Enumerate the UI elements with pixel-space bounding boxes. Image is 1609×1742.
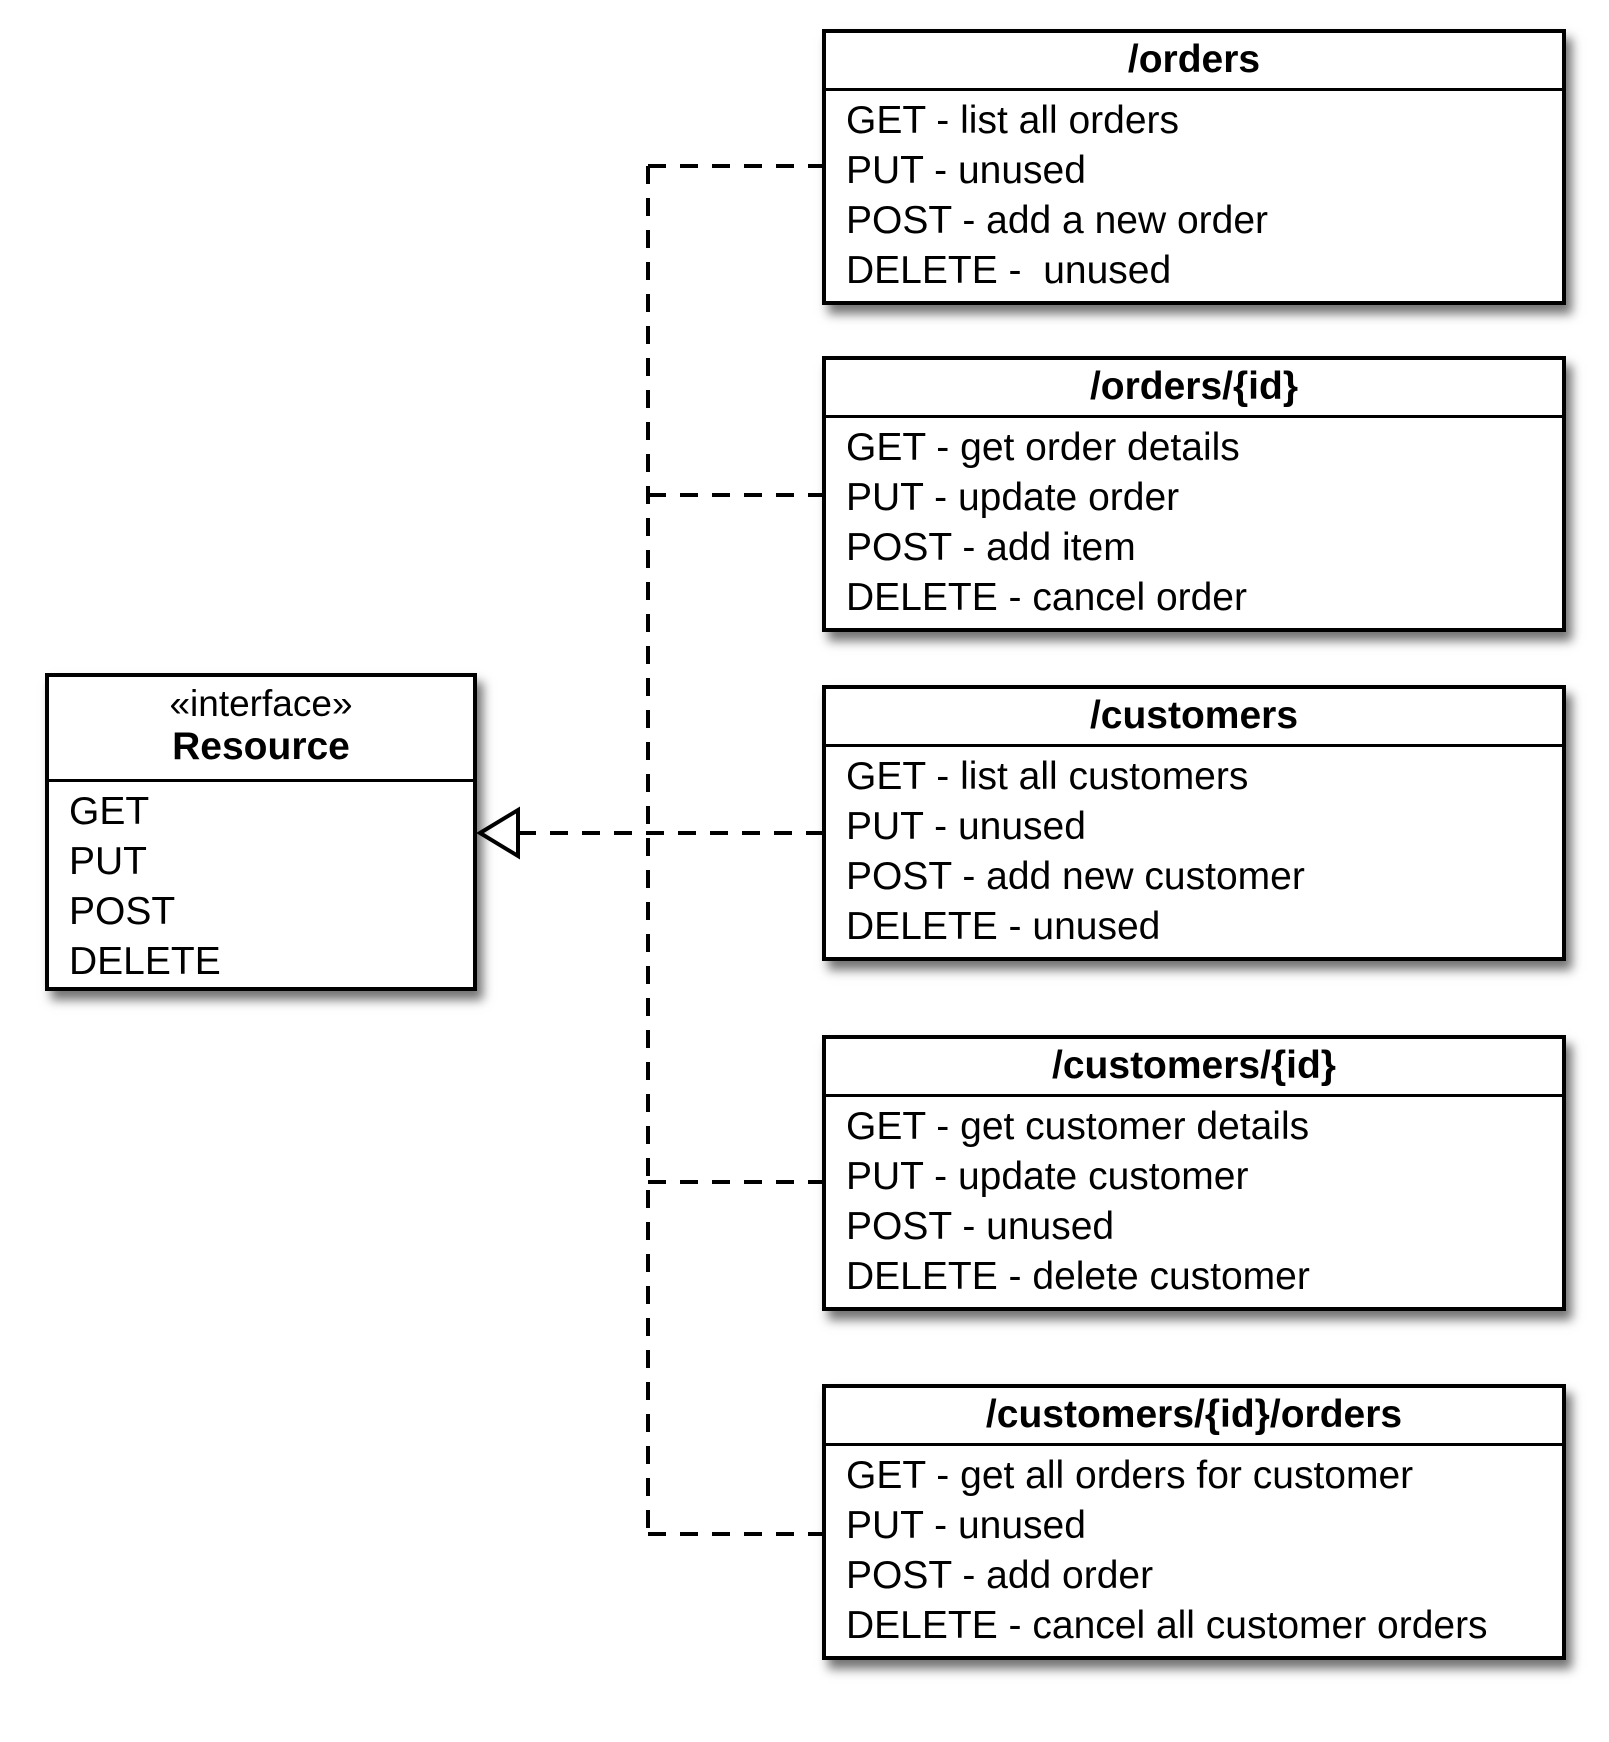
resource-method: POST - add a new order bbox=[846, 199, 1268, 242]
resource-method: DELETE - cancel order bbox=[846, 576, 1247, 619]
interface-stereotype: «interface» bbox=[169, 683, 353, 724]
resource-method: GET - get all orders for customer bbox=[846, 1454, 1414, 1497]
resource-methods: GET - get all orders for customer PUT - … bbox=[826, 1446, 1562, 1651]
resource-header: /customers bbox=[826, 689, 1562, 747]
interface-method: POST bbox=[69, 890, 176, 933]
resource-methods: GET - list all customers PUT - unused PO… bbox=[826, 747, 1562, 952]
resource-method: PUT - unused bbox=[846, 805, 1086, 848]
resource-methods: GET - list all orders PUT - unused POST … bbox=[826, 91, 1562, 296]
resource-header: /orders/{id} bbox=[826, 360, 1562, 418]
resource-method: GET - list all customers bbox=[846, 755, 1249, 798]
interface-methods: GET PUT POST DELETE bbox=[49, 782, 473, 987]
interface-resource-box[interactable]: «interface» Resource GET PUT POST DELETE bbox=[45, 673, 477, 991]
resource-method: DELETE - unused bbox=[846, 905, 1161, 948]
resource-method: PUT - update order bbox=[846, 476, 1180, 519]
resource-method: GET - get order details bbox=[846, 426, 1240, 469]
interface-method: PUT bbox=[69, 840, 147, 883]
resource-method: POST - unused bbox=[846, 1205, 1115, 1248]
resource-method: DELETE - cancel all customer orders bbox=[846, 1604, 1488, 1647]
resource-header: /customers/{id}/orders bbox=[826, 1388, 1562, 1446]
resource-header: /orders bbox=[826, 33, 1562, 91]
resource-method: PUT - update customer bbox=[846, 1155, 1249, 1198]
resource-path: /customers/{id}/orders bbox=[985, 1393, 1403, 1436]
resource-method: POST - add item bbox=[846, 526, 1136, 569]
resource-method: PUT - unused bbox=[846, 149, 1086, 192]
realization-arrowhead bbox=[476, 806, 520, 860]
resource-method: POST - add new customer bbox=[846, 855, 1305, 898]
interface-method: GET bbox=[69, 790, 150, 833]
resource-methods: GET - get customer details PUT - update … bbox=[826, 1097, 1562, 1302]
resource-path: /orders/{id} bbox=[1089, 365, 1299, 408]
resource-method: DELETE - unused bbox=[846, 249, 1172, 292]
resource-path: /customers/{id} bbox=[1052, 1044, 1336, 1087]
resource-method: GET - list all orders bbox=[846, 99, 1180, 142]
resource-method: DELETE - delete customer bbox=[846, 1255, 1310, 1298]
resource-box-orders[interactable]: /orders GET - list all orders PUT - unus… bbox=[822, 29, 1566, 305]
resource-box-order-id[interactable]: /orders/{id} GET - get order details PUT… bbox=[822, 356, 1566, 632]
interface-method: DELETE bbox=[69, 940, 221, 983]
resource-path: /customers bbox=[1089, 694, 1299, 737]
resource-method: PUT - unused bbox=[846, 1504, 1086, 1547]
resource-box-customers[interactable]: /customers GET - list all customers PUT … bbox=[822, 685, 1566, 961]
interface-name: Resource bbox=[172, 725, 350, 769]
resource-header: /customers/{id} bbox=[826, 1039, 1562, 1097]
interface-header: «interface» Resource bbox=[49, 677, 473, 782]
resource-method: GET - get customer details bbox=[846, 1105, 1310, 1148]
resource-methods: GET - get order details PUT - update ord… bbox=[826, 418, 1562, 623]
resource-box-customer-id[interactable]: /customers/{id} GET - get customer detai… bbox=[822, 1035, 1566, 1311]
resource-box-customer-orders[interactable]: /customers/{id}/orders GET - get all ord… bbox=[822, 1384, 1566, 1660]
resource-method: POST - add order bbox=[846, 1554, 1154, 1597]
resource-path: /orders bbox=[1127, 38, 1261, 81]
